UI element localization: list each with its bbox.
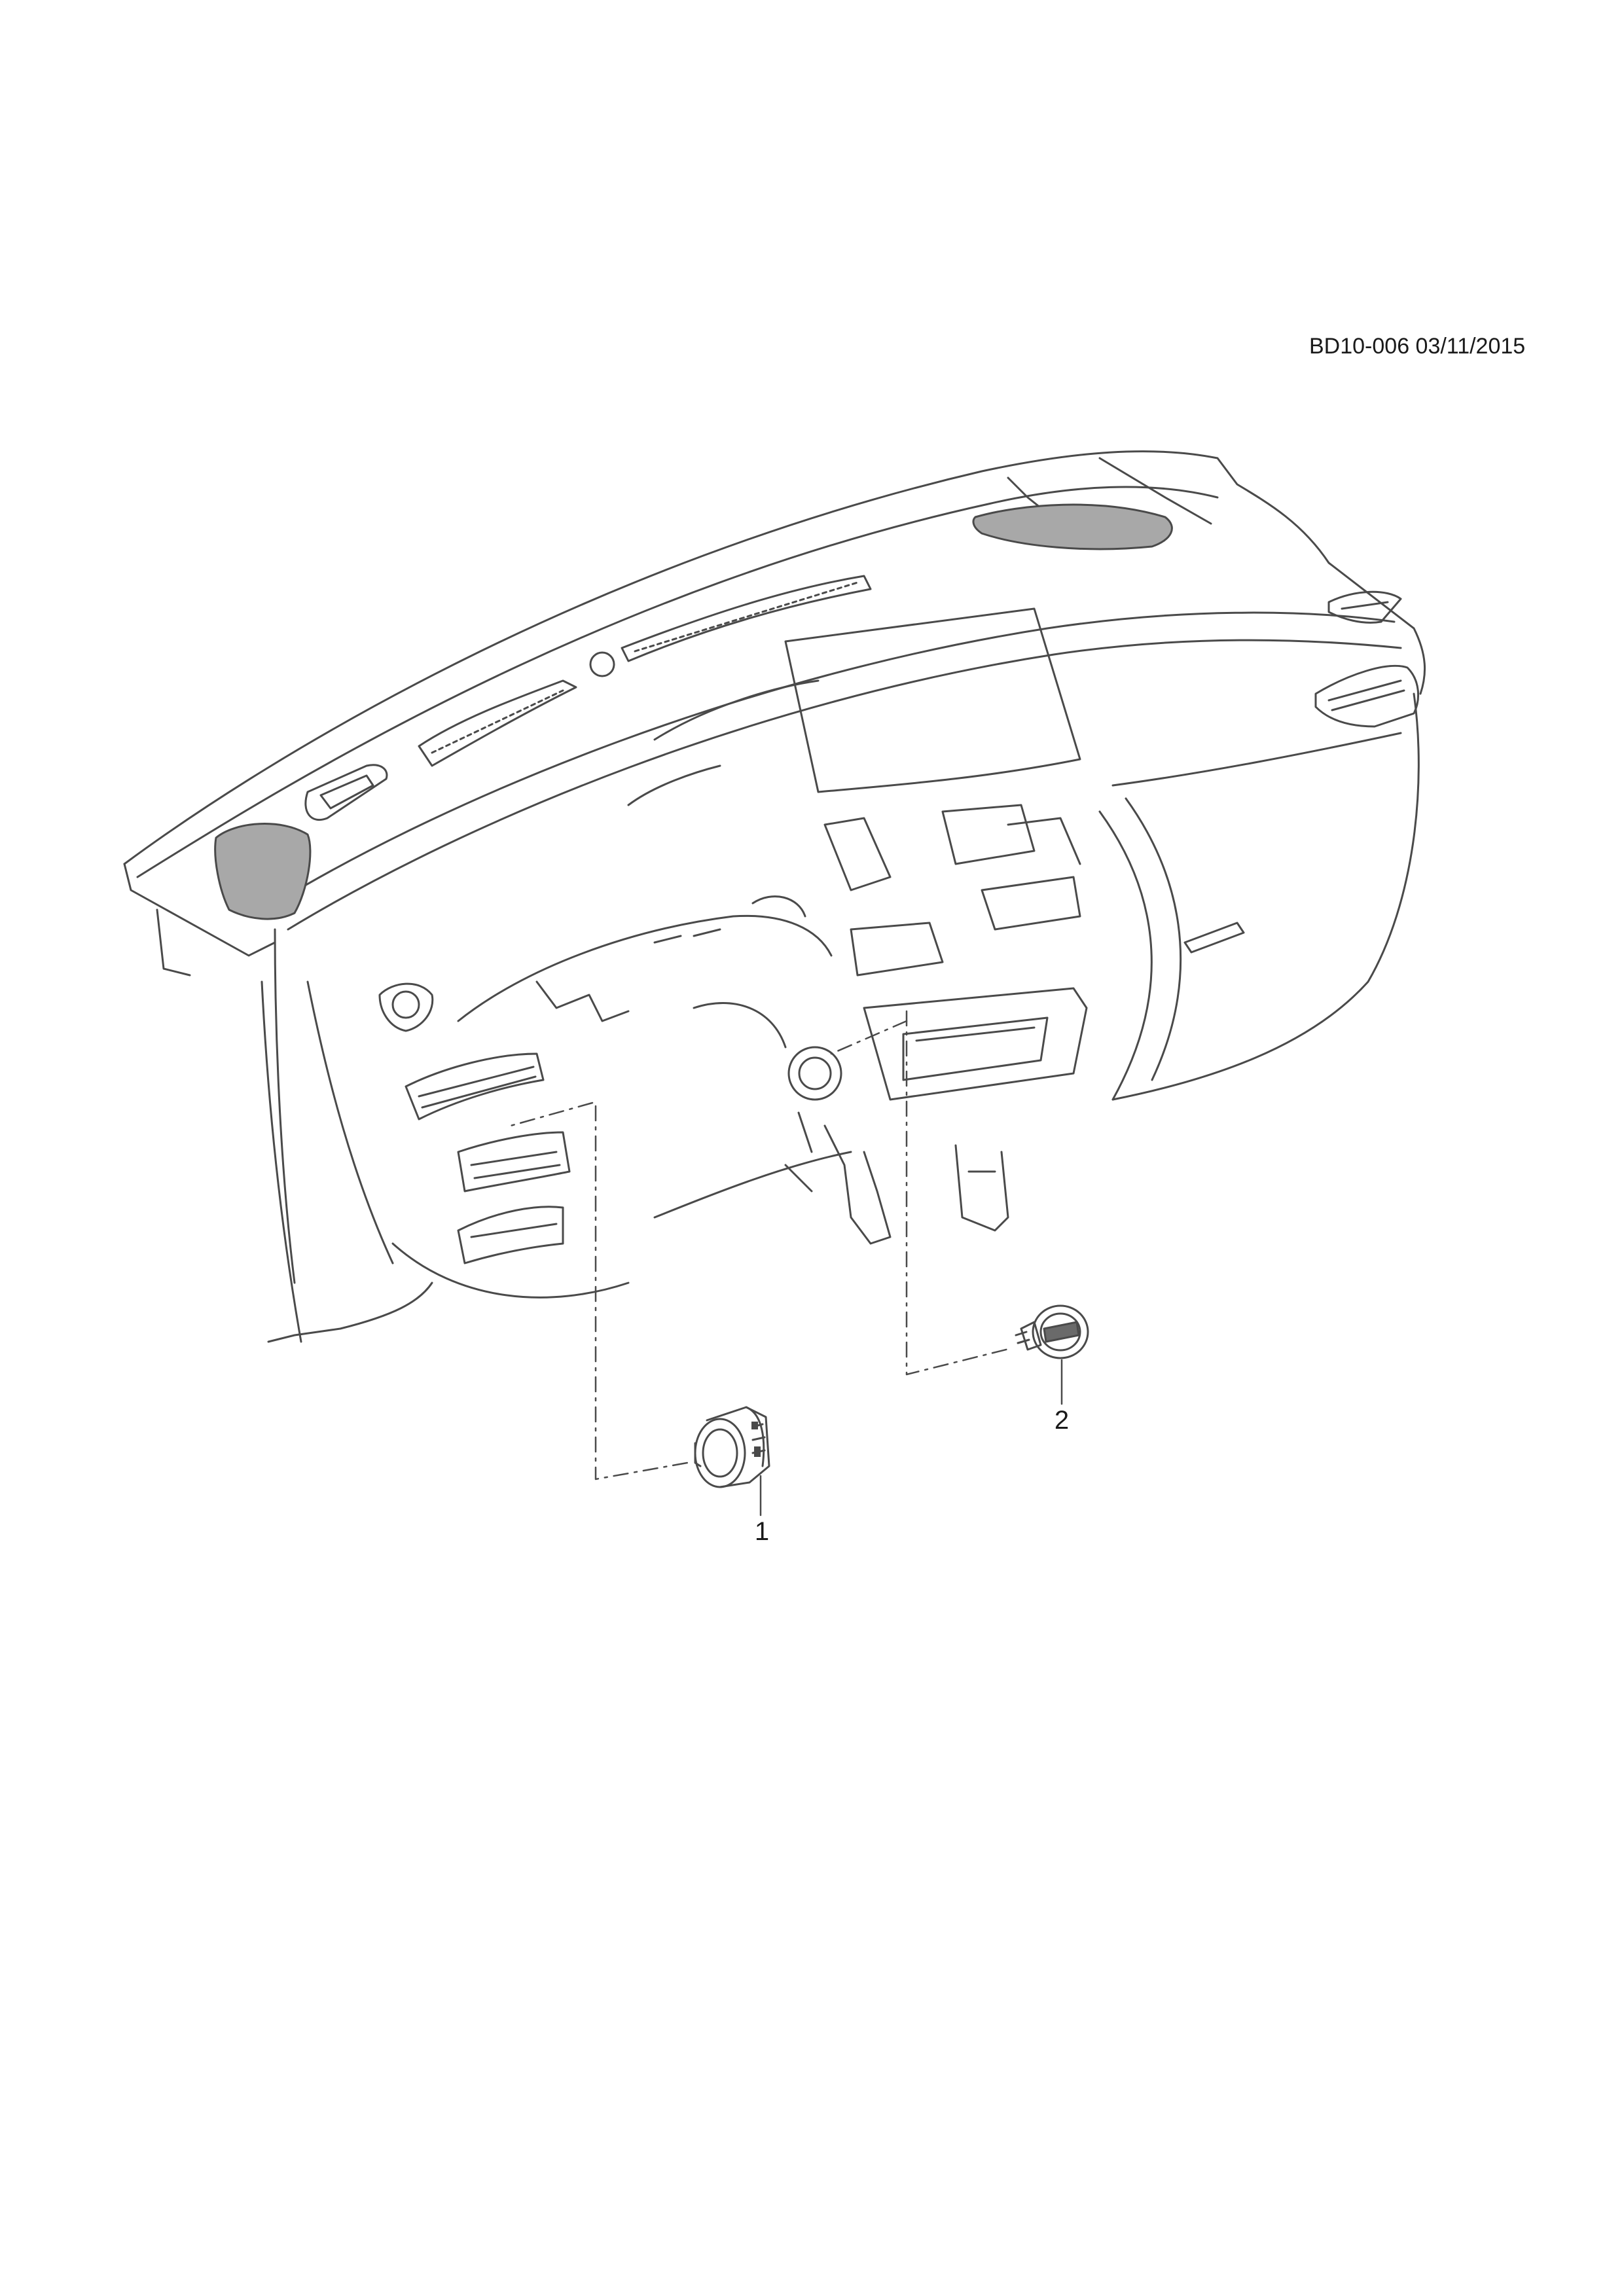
diagram-code: BD10-006 03/11/2015 [1309,334,1526,359]
switch-part [1015,1304,1089,1359]
instrument-panel [123,450,1426,1343]
light-switch-part [694,1406,770,1488]
callout-number-2: 2 [1054,1406,1070,1435]
phantom-leader-lines [509,1010,1013,1480]
callout-number-1: 1 [754,1517,770,1546]
callout-leaders [759,1359,1063,1516]
